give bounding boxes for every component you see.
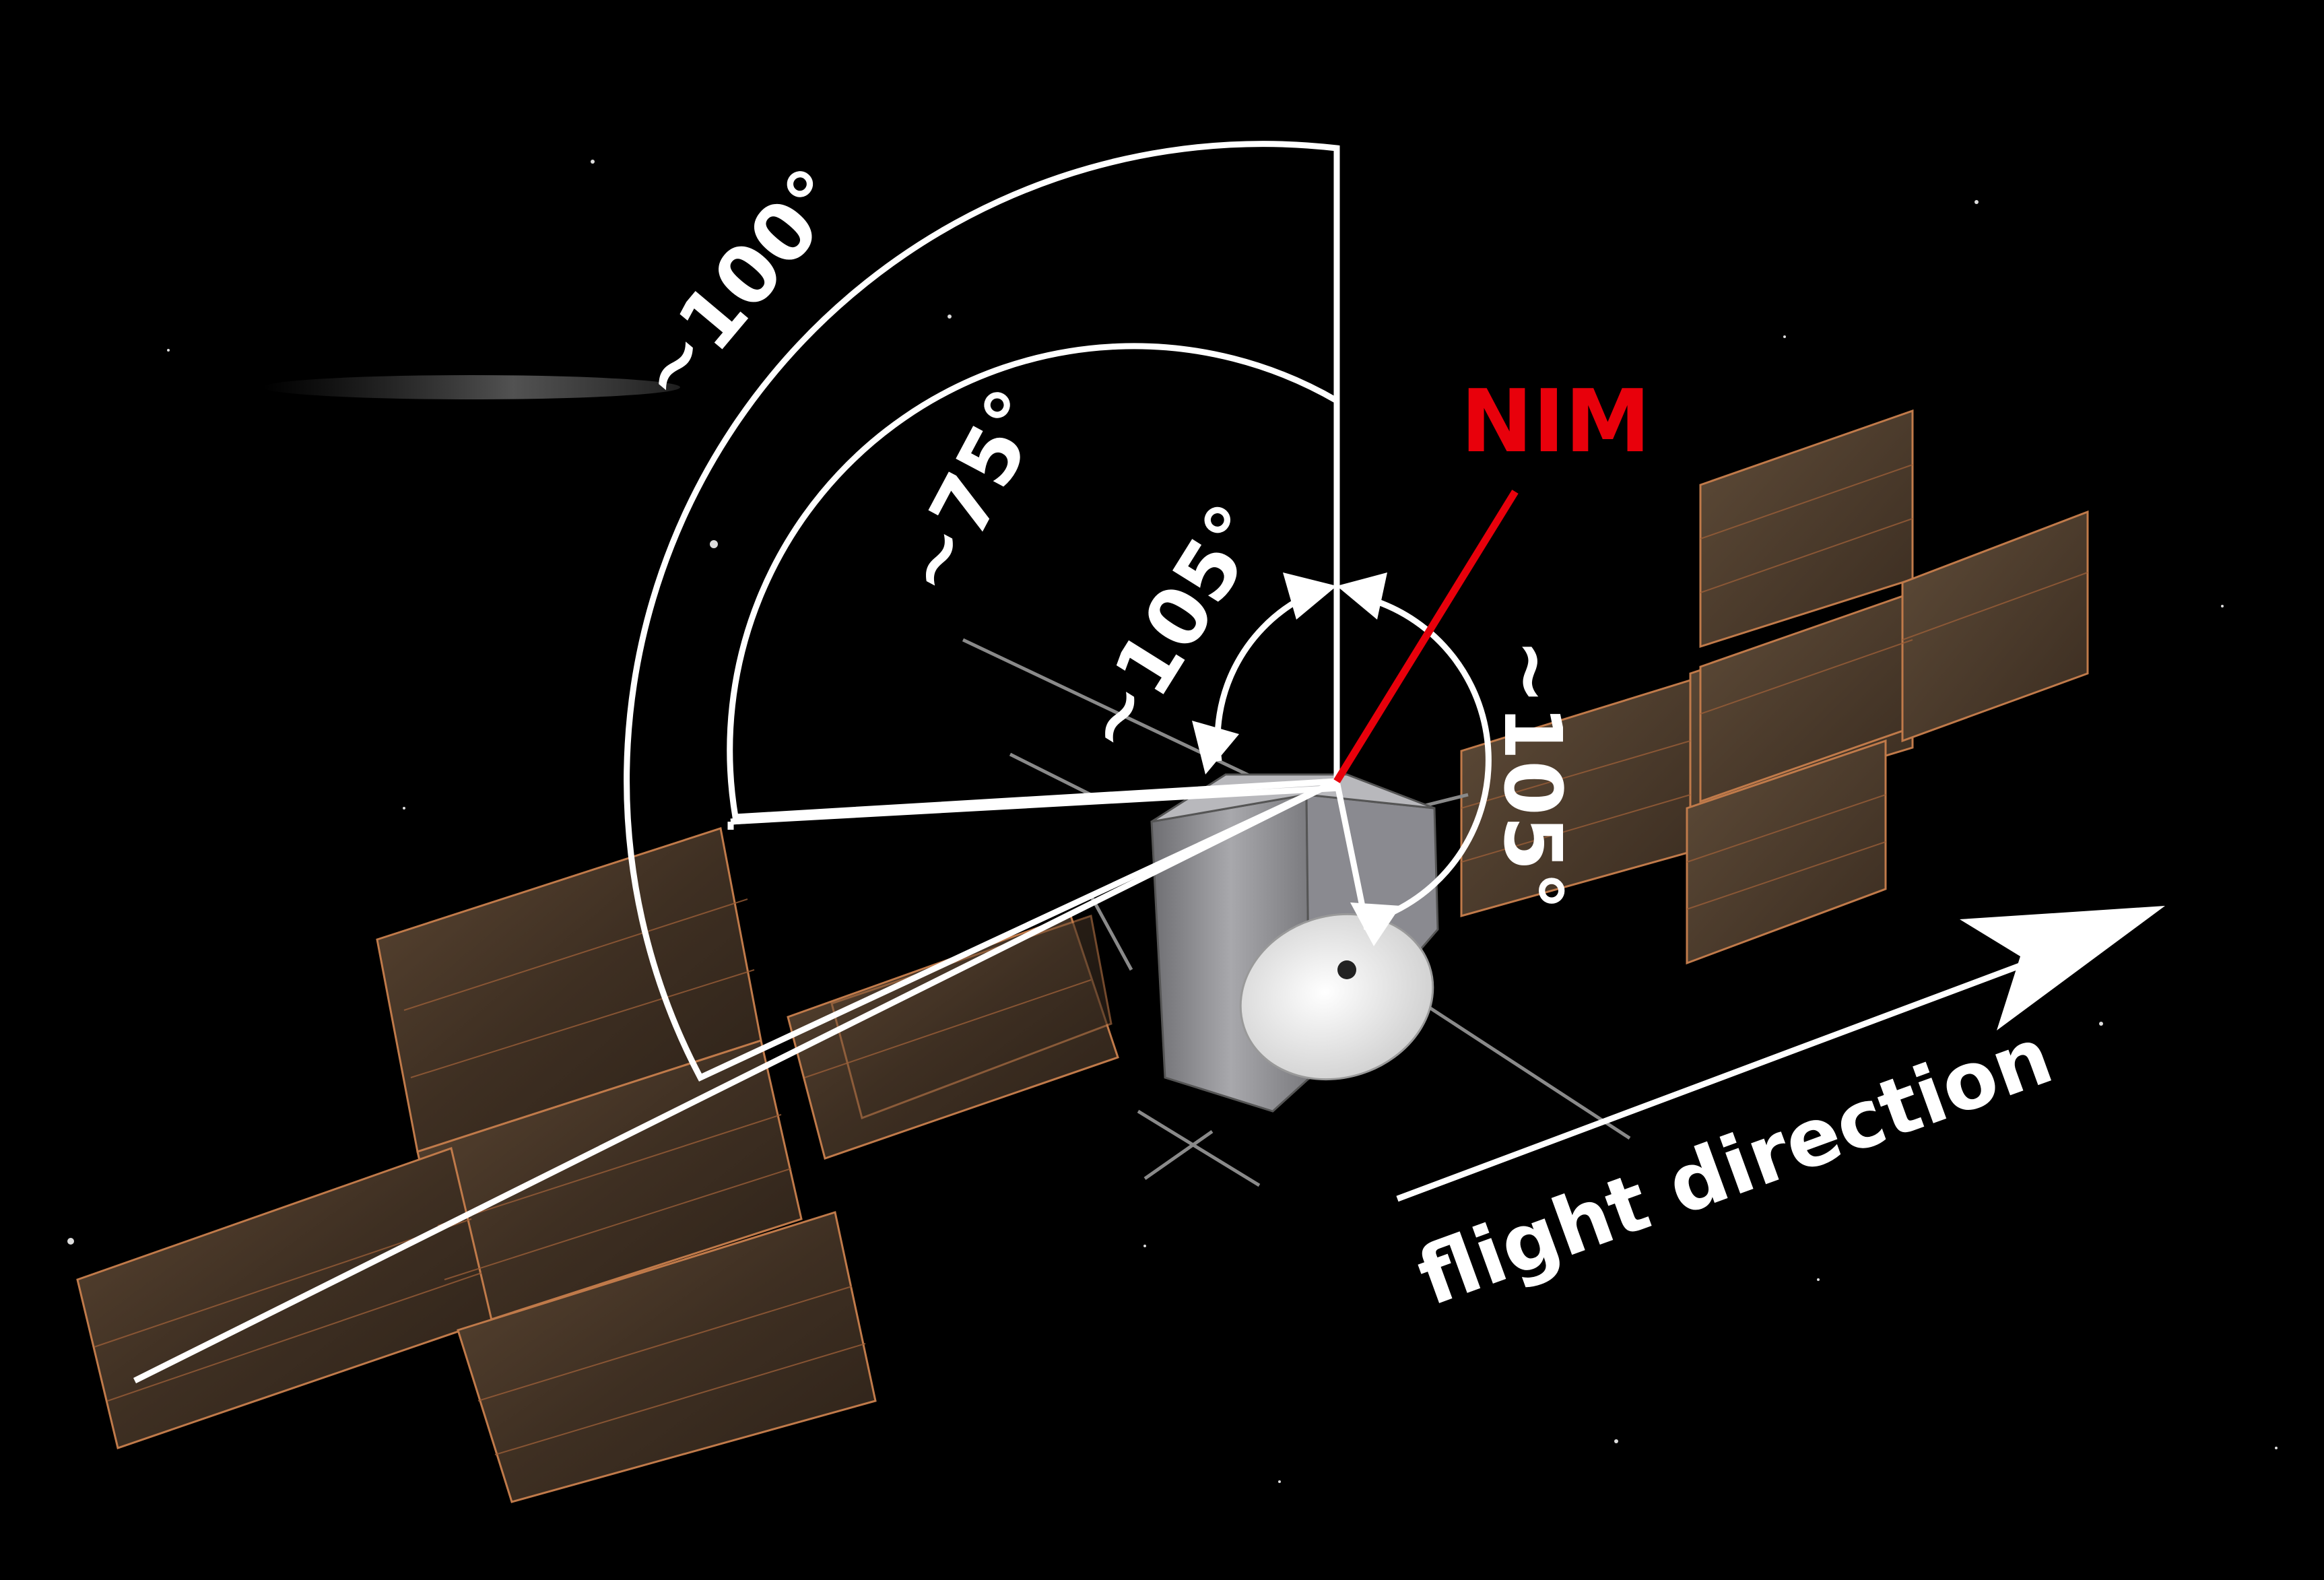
middle-sector bbox=[727, 343, 1340, 820]
nim-pointing-line bbox=[1333, 490, 1519, 783]
right-105-arc bbox=[1369, 596, 1492, 919]
angle-label-right: ~105° bbox=[1486, 638, 1579, 911]
moon-streak bbox=[263, 375, 680, 399]
solar-panel bbox=[1686, 739, 1887, 965]
antenna-feed bbox=[1337, 960, 1356, 979]
right-solar-array bbox=[1460, 409, 2089, 965]
left-solar-array bbox=[76, 827, 1119, 1503]
outer-ray-extension bbox=[133, 778, 1339, 1384]
sector-top-bar bbox=[730, 785, 1341, 825]
nim-label: NIM bbox=[1461, 372, 1651, 472]
right-panel-grid bbox=[1461, 464, 2088, 910]
arrow-heads bbox=[1192, 572, 2165, 1030]
arrowhead-left-top bbox=[1283, 572, 1337, 620]
outer-sector bbox=[624, 141, 1340, 1082]
antenna-wire bbox=[1137, 1109, 1261, 1187]
antenna-wire bbox=[1009, 752, 1092, 797]
panel-strut bbox=[1089, 894, 1133, 971]
arrowhead-left-bottom bbox=[1192, 721, 1239, 775]
arrowhead-right-top bbox=[1337, 572, 1387, 620]
high-gain-antenna bbox=[1239, 913, 1434, 1081]
flight-direction-shaft bbox=[1396, 940, 2082, 1202]
flight-direction-arrowhead bbox=[1960, 906, 2165, 1030]
solar-panel bbox=[457, 1211, 877, 1503]
starfield bbox=[67, 160, 2278, 1483]
spacecraft-body bbox=[1150, 773, 1439, 1113]
annotation-lines bbox=[133, 141, 2082, 1384]
arrowhead-right-bottom bbox=[1350, 902, 1401, 946]
solar-panel bbox=[1901, 510, 2089, 743]
left-panel-grid bbox=[94, 898, 1092, 1455]
antenna-wire bbox=[1143, 1129, 1214, 1181]
